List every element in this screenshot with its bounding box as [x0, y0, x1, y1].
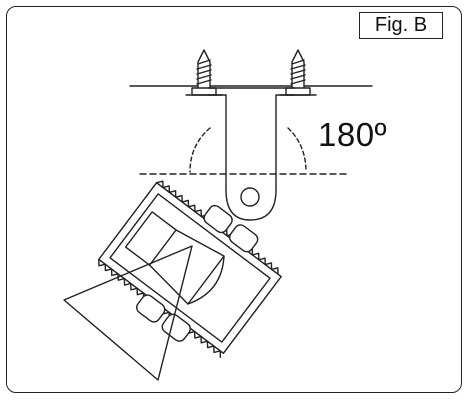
luminaire-profile — [98, 180, 282, 358]
rotation-arc-left — [189, 127, 211, 173]
pivot-hole — [240, 187, 260, 207]
figure-label: Fig. B — [359, 12, 443, 39]
left-screw — [185, 49, 223, 96]
right-screw — [279, 49, 317, 96]
mounting-bracket — [207, 87, 295, 191]
rotation-angle-label: 180º — [318, 116, 388, 153]
light-cone — [63, 245, 193, 381]
figure-frame — [6, 6, 462, 393]
bracket-arm — [225, 189, 277, 221]
rotation-arc-right — [287, 127, 307, 173]
